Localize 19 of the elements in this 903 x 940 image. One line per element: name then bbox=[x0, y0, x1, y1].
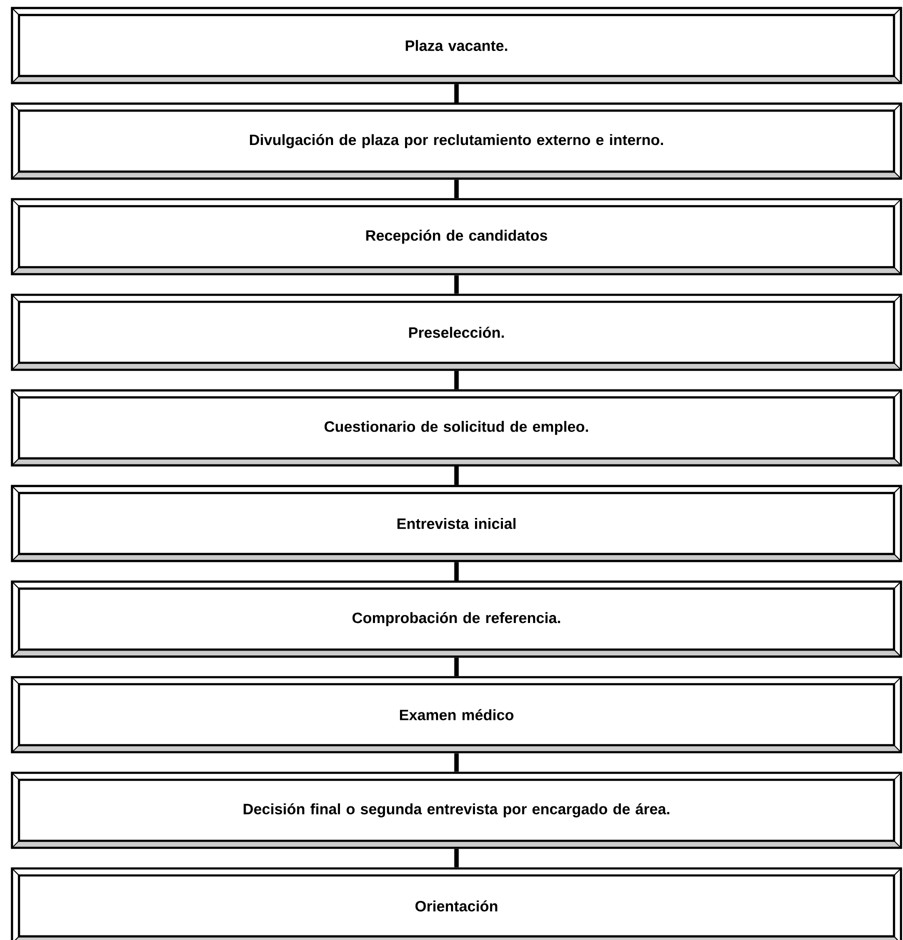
connector-line bbox=[454, 84, 459, 102]
process-box: Decisión final o segunda entrevista por encargado de área. bbox=[10, 772, 902, 849]
connector-line bbox=[454, 562, 459, 580]
connector-line bbox=[454, 753, 459, 772]
connector-line bbox=[454, 466, 459, 485]
process-box: Recepción de candidatos bbox=[10, 198, 902, 276]
process-box: Entrevista inicial bbox=[10, 484, 902, 562]
process-box: Comprobación de referencia. bbox=[10, 580, 902, 658]
process-box: Cuestionario de solicitud de empleo. bbox=[10, 389, 902, 466]
process-box: Plaza vacante. bbox=[10, 6, 902, 84]
connector-line bbox=[454, 370, 459, 390]
process-box: Divulgación de plaza por reclutamiento externo e interno. bbox=[10, 102, 902, 180]
process-box: Preselección. bbox=[10, 294, 902, 371]
connector-line bbox=[454, 275, 459, 294]
connector-line bbox=[454, 180, 459, 198]
process-box: Examen médico bbox=[10, 676, 902, 754]
process-box: Orientación bbox=[10, 867, 902, 940]
connector-line bbox=[454, 848, 459, 868]
connector-line bbox=[454, 658, 459, 676]
